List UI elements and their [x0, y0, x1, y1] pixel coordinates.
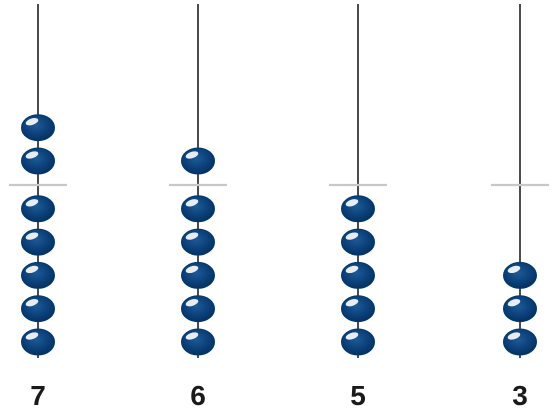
rod-3 — [329, 4, 387, 358]
upper-bead-1-1 — [21, 147, 55, 175]
lower-bead-1-5 — [21, 195, 55, 223]
lower-bead-1-1 — [21, 328, 55, 356]
lower-bead-4-3 — [503, 261, 537, 289]
lower-bead-2-1 — [181, 328, 215, 356]
lower-bead-3-1 — [341, 328, 375, 356]
rod-label-1: 7 — [30, 380, 46, 411]
lower-bead-2-3 — [181, 261, 215, 289]
lower-bead-4-2 — [503, 295, 537, 323]
lower-bead-2-2 — [181, 295, 215, 323]
lower-bead-3-2 — [341, 295, 375, 323]
rod-1 — [9, 4, 67, 358]
upper-bead-2-1 — [181, 147, 215, 175]
lower-bead-3-5 — [341, 195, 375, 223]
lower-bead-4-1 — [503, 328, 537, 356]
rod-label-4: 3 — [512, 380, 528, 411]
rod-label-3: 5 — [350, 380, 366, 411]
rod-4 — [491, 4, 549, 358]
rod-2 — [169, 4, 227, 358]
lower-bead-1-3 — [21, 261, 55, 289]
rod-label-2: 6 — [190, 380, 206, 411]
lower-bead-3-4 — [341, 228, 375, 256]
lower-bead-1-4 — [21, 228, 55, 256]
lower-bead-1-2 — [21, 295, 55, 323]
lower-bead-2-4 — [181, 228, 215, 256]
lower-bead-3-3 — [341, 261, 375, 289]
upper-bead-1-2 — [21, 114, 55, 142]
lower-bead-2-5 — [181, 195, 215, 223]
